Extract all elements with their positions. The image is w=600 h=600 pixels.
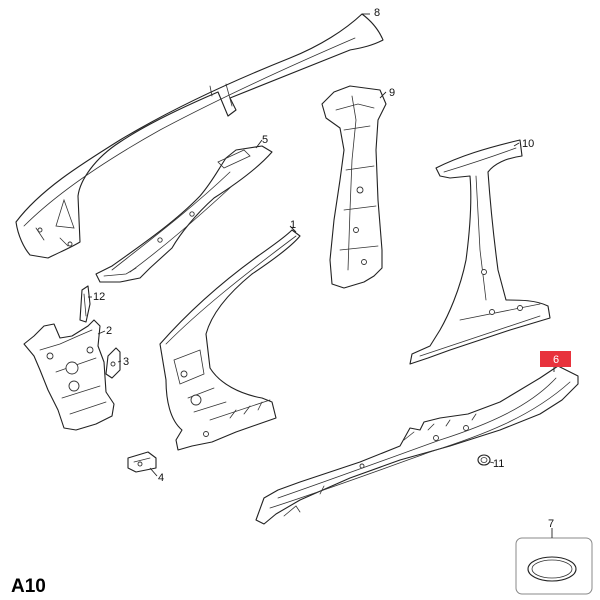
callout-1[interactable]: 1 xyxy=(290,219,296,231)
callout-7[interactable]: 7 xyxy=(548,518,554,530)
part-11-grommet[interactable] xyxy=(477,454,491,466)
part-8-roof-rail[interactable] xyxy=(15,13,384,259)
part-3-bracket[interactable] xyxy=(105,347,121,379)
part-12-bracket[interactable] xyxy=(79,285,91,323)
callout-6[interactable]: 6 xyxy=(553,354,559,366)
part-7-pad-inner xyxy=(531,559,573,579)
page-code: A10 xyxy=(11,576,46,597)
callout-2[interactable]: 2 xyxy=(106,325,112,337)
callout-6-highlighted[interactable]: 6 xyxy=(540,351,571,367)
leader-5 xyxy=(255,139,263,149)
part-7-pad[interactable] xyxy=(527,556,577,582)
part-5-roof-inner-rail[interactable] xyxy=(95,145,273,283)
part-7-inset[interactable] xyxy=(515,537,593,595)
callout-4[interactable]: 4 xyxy=(158,472,164,484)
callout-11[interactable]: 11 xyxy=(493,458,504,470)
part-10-b-pillar-outer[interactable] xyxy=(409,139,551,365)
part-9-b-pillar-reinforcement[interactable] xyxy=(321,85,387,289)
leader-10 xyxy=(513,142,520,147)
leader-1 xyxy=(289,225,297,233)
callout-5[interactable]: 5 xyxy=(262,134,268,146)
callout-3[interactable]: 3 xyxy=(123,356,129,368)
callout-6-highlight-box xyxy=(540,351,571,367)
leader-4 xyxy=(149,467,158,477)
callout-10[interactable]: 10 xyxy=(522,138,534,150)
part-6-rocker-panel[interactable] xyxy=(255,365,579,525)
callouts: 8 5 9 10 1 12 2 3 4 11 7 6 xyxy=(93,7,571,530)
callout-9[interactable]: 9 xyxy=(389,87,395,99)
callout-12[interactable]: 12 xyxy=(93,291,105,303)
leader-11 xyxy=(489,461,495,464)
leader-9 xyxy=(379,91,387,99)
part-4-bracket[interactable] xyxy=(127,451,157,473)
callout-8[interactable]: 8 xyxy=(374,7,380,19)
part-1-a-pillar-outer[interactable] xyxy=(159,229,301,451)
leader-lines xyxy=(88,13,555,538)
leader-3 xyxy=(117,360,122,363)
leader-2 xyxy=(97,330,106,335)
part-2-hinge-pillar-reinforcement[interactable] xyxy=(23,319,115,431)
